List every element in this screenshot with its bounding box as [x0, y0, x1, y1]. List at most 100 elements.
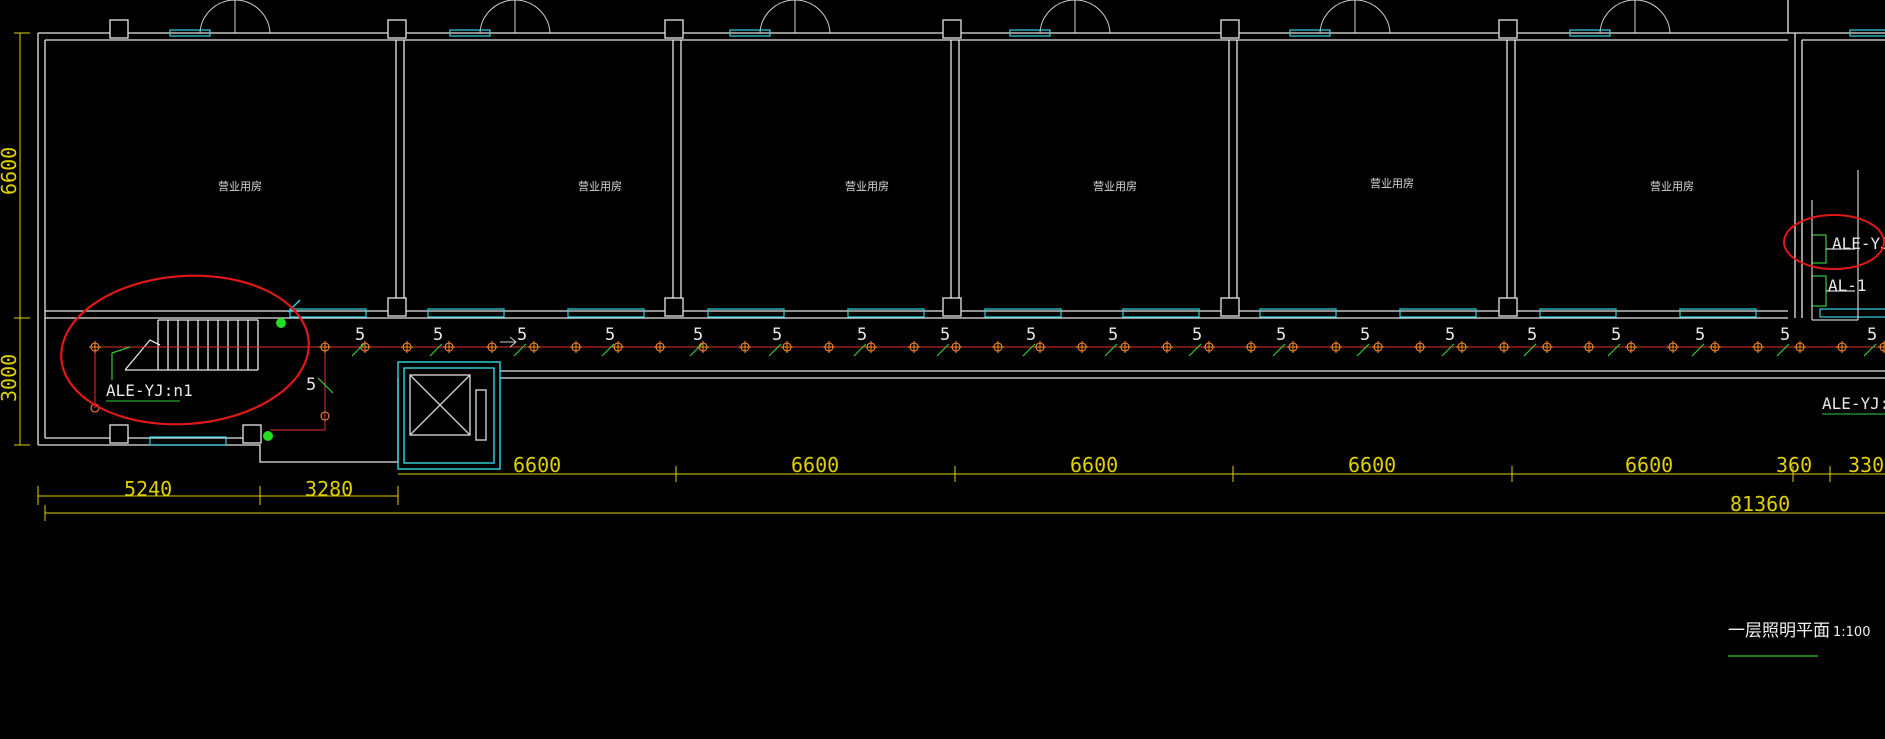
column-stair-right: [242, 424, 262, 444]
bottom-dim-ticks: [37, 486, 399, 505]
switch-tick-2: [429, 343, 443, 357]
window-5: [847, 308, 925, 318]
switch-tick-16: [1607, 343, 1621, 357]
light-fixture-cross-32: [1583, 341, 1595, 353]
room-partitions: [395, 40, 1516, 311]
column-top-2: [387, 19, 407, 39]
door-swing-5: [1319, 0, 1391, 34]
panel-leaders: [1826, 248, 1855, 292]
elevator-cross: [409, 374, 471, 436]
switch-tick-4: [601, 343, 615, 357]
window-6: [984, 308, 1062, 318]
drawing-title: 一层照明平面: [1728, 621, 1830, 641]
junction-device-bottom: [263, 431, 273, 441]
door-swing-4: [1039, 0, 1111, 34]
switch-mark-8: 5: [940, 325, 950, 345]
light-fixture-cross-22: [1161, 341, 1173, 353]
room-label-5: 营业用房: [1370, 176, 1414, 190]
partition-wall-1: [395, 40, 405, 311]
bay-dim-ticks: [675, 466, 1831, 482]
elevator-counterweight: [475, 389, 487, 441]
dimension-lines: [14, 32, 1885, 521]
partition-wall-2: [672, 40, 682, 311]
dim-5240: 5240: [124, 477, 172, 501]
switch-mark-6: 5: [772, 325, 782, 345]
switch-ticks: [317, 343, 1877, 394]
column-bottom-2: [664, 297, 684, 317]
light-fixture-cross-7: [528, 341, 540, 353]
switch-mark-16: 5: [1611, 325, 1621, 345]
window-7: [1122, 308, 1200, 318]
switch-tick-12: [1272, 343, 1286, 357]
drawing-scale: 1:100: [1833, 625, 1870, 640]
light-fixture-cross-5: [443, 341, 455, 353]
column-top-3: [664, 19, 684, 39]
switch-mark-3: 5: [517, 325, 527, 345]
stair-arrow: [124, 339, 161, 371]
light-fixture-cross-26: [1330, 341, 1342, 353]
light-fixture-cross-31: [1541, 341, 1553, 353]
switch-tick-19: [1863, 343, 1877, 357]
switch-mark-17: 5: [1695, 325, 1705, 345]
switch-tick-8: [936, 343, 950, 357]
window-3: [567, 308, 645, 318]
switch-tick-13: [1356, 343, 1370, 357]
column-bottom-1: [387, 297, 407, 317]
light-fixture-cross-33: [1625, 341, 1637, 353]
window-top-5: [1289, 29, 1331, 37]
switch-tick-15: [1523, 343, 1537, 357]
dim-bay-1: 6600: [513, 453, 561, 477]
window-10: [1539, 308, 1617, 318]
switch-tick-14: [1441, 343, 1455, 357]
switch-tick-9: [1022, 343, 1036, 357]
switch-mark-2: 5: [433, 325, 443, 345]
partition-wall-4: [1228, 40, 1238, 311]
dim-bay-2: 6600: [791, 453, 839, 477]
dimension-text: 6600 3000 5240 3280 6600 6600 6600 6600 …: [0, 147, 1885, 516]
light-fixture-cross-19: [1034, 341, 1046, 353]
window-top-4: [1009, 29, 1051, 37]
column-bottom-5: [1498, 297, 1518, 317]
switch-tick-3: [513, 343, 527, 357]
room-label-3: 营业用房: [845, 179, 889, 193]
window-1: [289, 308, 367, 318]
device-arrow: [287, 299, 301, 313]
switch-tick-17: [1691, 343, 1705, 357]
vertical-dim-ticks: [14, 32, 30, 446]
window-top-7: [1849, 29, 1885, 37]
highlight-panel-area: [1783, 214, 1885, 270]
structural-columns: [109, 19, 1518, 444]
column-top-4: [942, 19, 962, 39]
window-top-6: [1569, 29, 1611, 37]
elevator-shaft-outer: [397, 361, 501, 470]
switch-tick-18: [1776, 343, 1790, 357]
room-labels: 营业用房 营业用房 营业用房 营业用房 营业用房 营业用房: [218, 176, 1694, 193]
light-fixture-cross-39: [1878, 341, 1885, 353]
window-11: [1679, 308, 1757, 318]
switch-tick-5: [689, 343, 703, 357]
switch-mark-10: 5: [1108, 325, 1118, 345]
light-fixture-cross-24: [1245, 341, 1257, 353]
light-fixture-cross-14: [823, 341, 835, 353]
dim-bay-6: 360: [1776, 453, 1812, 477]
circuit-label-right-mid: AL-1: [1828, 276, 1867, 295]
light-fixture-cross-13: [781, 341, 793, 353]
dim-3280: 3280: [305, 477, 353, 501]
light-fixture-cross-28: [1414, 341, 1426, 353]
light-fixture-stair-2: [320, 411, 330, 421]
door-swing-2: [479, 0, 551, 34]
door-swings: [199, 0, 1671, 34]
switch-mark-12: 5: [1276, 325, 1286, 345]
light-fixture-cross-17: [950, 341, 962, 353]
window-8: [1259, 308, 1337, 318]
light-fixture-cross-35: [1709, 341, 1721, 353]
light-fixture-cross-9: [612, 341, 624, 353]
switch-mark-7: 5: [857, 325, 867, 345]
elevator-shaft-inner: [403, 367, 495, 464]
room-label-4: 营业用房: [1093, 179, 1137, 193]
light-fixtures: [89, 341, 1885, 421]
circuit-label-right-bottom: ALE-YJ:: [1822, 394, 1885, 413]
